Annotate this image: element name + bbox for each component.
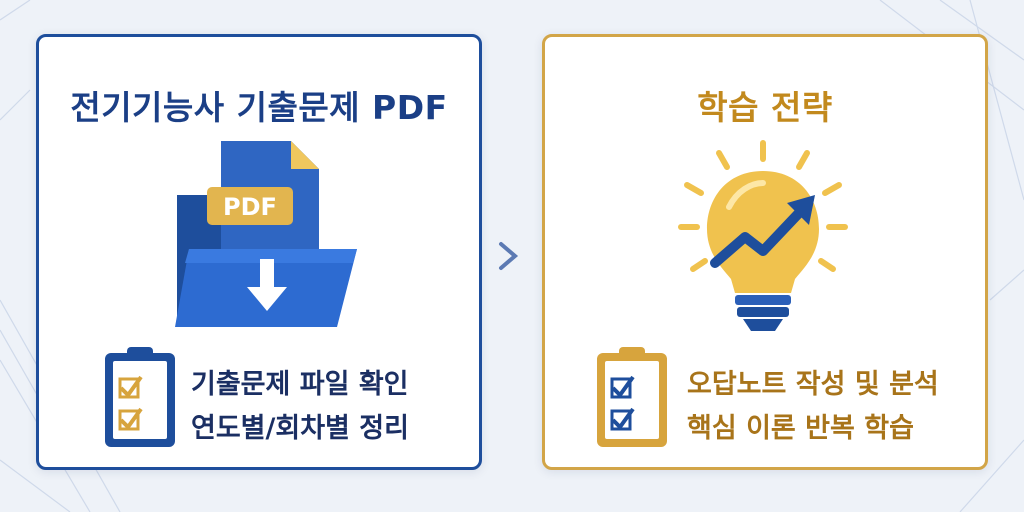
pdf-card-title: 전기기능사 기출문제 PDF — [70, 88, 448, 127]
checklist-item: 오답노트 작성 및 분석 — [687, 369, 939, 400]
pdf-card: 전기기능사 기출문제 PDF PDF 기출문제 파일 확인 연도별/회차별 정리 — [36, 34, 482, 470]
checklist-item: 핵심 이론 반복 학습 — [687, 413, 914, 444]
pdf-card-checklist: 기출문제 파일 확인 연도별/회차별 정리 — [191, 363, 409, 451]
pdf-badge-label: PDF — [223, 193, 277, 221]
strategy-card-title: 학습 전략 — [697, 88, 833, 127]
strategy-card-checklist: 오답노트 작성 및 분석 핵심 이론 반복 학습 — [687, 363, 939, 451]
checklist-item: 기출문제 파일 확인 — [191, 369, 409, 400]
growth-arrow-icon — [710, 208, 804, 268]
pdf-folder-download-icon: PDF — [175, 141, 357, 327]
strategy-card: 학습 전략 오답노트 작성 및 분석 핵심 이론 반복 학습 — [542, 34, 988, 470]
clipboard-checklist-icon — [105, 347, 175, 447]
checklist-item: 연도별/회차별 정리 — [191, 413, 409, 444]
download-arrow-icon — [260, 259, 274, 289]
pdf-badge — [207, 187, 293, 225]
clipboard-checklist-icon — [597, 347, 667, 447]
lightbulb-growth-icon — [678, 140, 848, 331]
